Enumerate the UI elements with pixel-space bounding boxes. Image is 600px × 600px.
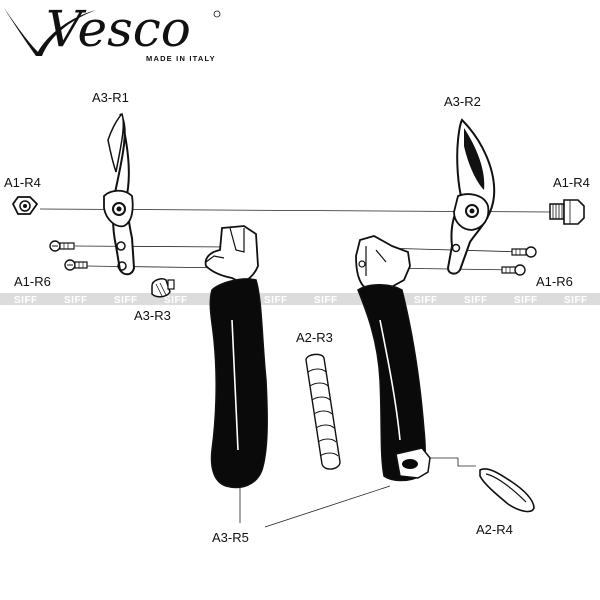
pivot-nut [11,196,39,215]
vesco-logo: Vesco MADE IN ITALY [4,0,221,63]
logo-wordmark: Vesco [46,0,191,58]
right-blade [446,118,496,275]
watermark-text: SIFF [514,295,538,306]
part-labels: A3-R1 A3-R2 A1-R4 A1-R4 A1-R6 A1-R6 A3-R… [4,90,590,545]
pivot-bolt [549,199,585,225]
watermark-band: SIFF SIFF SIFF SIFF SIFF SIFF SIFF SIFF … [0,293,600,306]
bumper-stud [151,278,175,298]
label-a3-r3: A3-R3 [134,308,171,323]
leader-line [430,457,476,467]
label-a1-r4-right: A1-R4 [553,175,590,190]
leader-line [264,485,391,528]
left-screw-lower [64,259,88,271]
watermark-text: SIFF [164,295,188,306]
label-a2-r4: A2-R4 [476,522,513,537]
label-a1-r4-left: A1-R4 [4,175,41,190]
watermark-text: SIFF [414,295,438,306]
screw-axis-line [84,265,231,269]
watermark-text: SIFF [14,295,38,306]
watermark-text: SIFF [464,295,488,306]
label-a1-r6-right: A1-R6 [536,274,573,289]
right-screw-upper [511,246,537,258]
logo-v-swoosh [4,8,96,56]
watermark-text: SIFF [264,295,288,306]
label-a2-r3: A2-R3 [296,330,333,345]
lock-clip [479,468,535,513]
label-a3-r1: A3-R1 [92,90,129,105]
watermark-text: SIFF [314,295,338,306]
label-a3-r2: A3-R2 [444,94,481,109]
left-handle [204,225,268,489]
left-screw-upper [49,240,75,252]
label-a3-r5: A3-R5 [212,530,249,545]
watermark-text: SIFF [564,295,588,306]
label-a1-r6-left: A1-R6 [14,274,51,289]
registered-icon [213,10,221,18]
logo-tagline: MADE IN ITALY [146,54,216,63]
screw-axis-line [74,245,231,248]
coil-spring [305,353,341,470]
right-handle [355,235,431,482]
right-screw-lower [501,264,526,276]
watermark-text: SIFF [64,295,88,306]
watermark-text: SIFF [114,295,138,306]
left-blade [103,112,136,276]
